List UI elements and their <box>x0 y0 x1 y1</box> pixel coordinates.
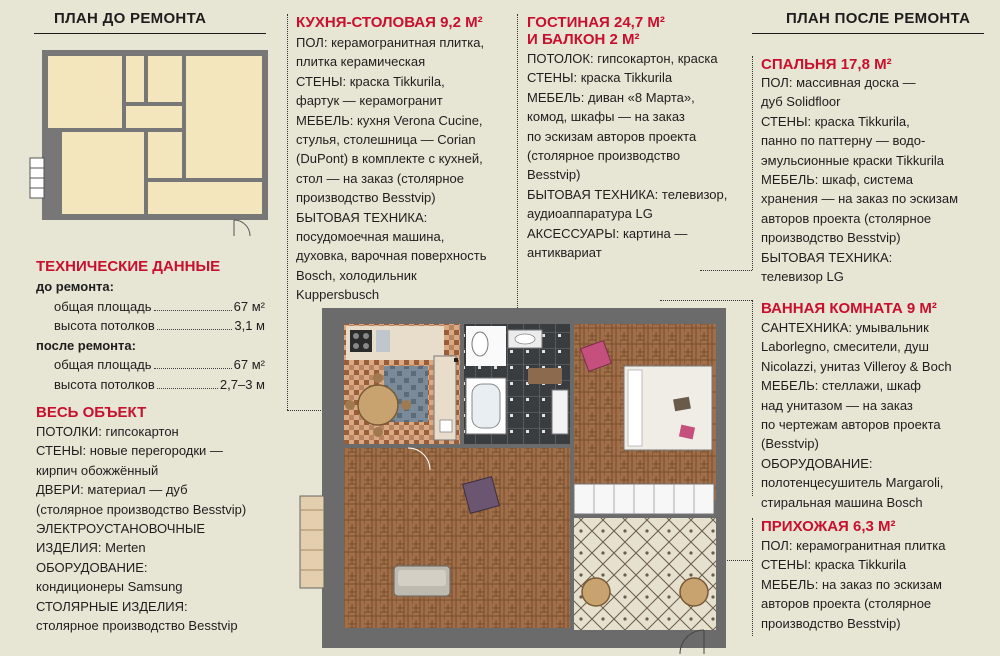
object-line: ИЗДЕЛИЯ: Merten <box>36 540 146 556</box>
kitchen-leader-line-h <box>287 410 351 411</box>
kitchen-line: ПОЛ: керамогранитная плитка, <box>296 35 485 50</box>
bathroom-line: стиральная машина Bosch <box>761 494 923 510</box>
bathroom-leader-line-h <box>660 300 752 301</box>
tech-after-label: после ремонта: <box>36 337 136 353</box>
kitchen-line: духовка, варочная поверхность <box>296 248 487 264</box>
bathroom-line: полотенцесушитель Margaroli, <box>761 475 944 491</box>
hallway-line: производство Besstvip) <box>761 615 901 631</box>
kitchen-line: стулья, столешница — Corian <box>296 132 476 148</box>
living-line: Besstvip) <box>527 167 581 183</box>
hallway-line: МЕБЕЛЬ: на заказ по эскизам <box>761 576 942 592</box>
living-line: комод, шкафы — на заказ <box>527 109 685 125</box>
kitchen-specs: ПОЛ: керамогранитная плитка, плитка кера… <box>296 33 486 305</box>
living-line: по эскизам авторов проекта <box>527 128 697 144</box>
before-floor-plan <box>29 50 268 237</box>
bathroom-line: МЕБЕЛЬ: стеллажи, шкаф <box>761 378 922 394</box>
bedroom-line: хранения — на заказ по эскизам <box>761 191 959 207</box>
bathroom-line: ОБОРУДОВАНИЕ: <box>761 455 873 471</box>
bedroom-leader-line <box>752 56 753 270</box>
bedroom-specs: ПОЛ: массивная доска — дуб Solidfloor СТ… <box>761 73 958 286</box>
object-line: ПОТОЛКИ: гипсокартон <box>36 424 179 439</box>
hallway-line: СТЕНЫ: краска Tikkurila <box>761 557 907 573</box>
kitchen-line: плитка керамическая <box>296 54 426 70</box>
bathroom-line: над унитазом — на заказ <box>761 397 913 413</box>
hallway-title: ПРИХОЖАЯ 6,3 М² <box>761 518 896 535</box>
kitchen-leader-line <box>287 14 288 410</box>
tech-title: ТЕХНИЧЕСКИЕ ДАННЫЕ <box>36 258 221 275</box>
living-line: АКСЕССУАРЫ: картина — <box>527 225 688 241</box>
kitchen-line: производство Besstvip) <box>296 190 436 206</box>
bedroom-line: ПОЛ: массивная доска — <box>761 75 916 90</box>
hallway-line: ПОЛ: керамогранитная плитка <box>761 538 946 553</box>
object-line: ОБОРУДОВАНИЕ: <box>36 559 148 575</box>
kitchen-line: фартук — керамогранит <box>296 93 443 109</box>
hallway-line: авторов проекта (столярное <box>761 596 932 612</box>
hallway-specs: ПОЛ: керамогранитная плитка СТЕНЫ: краск… <box>761 536 945 633</box>
object-title: ВЕСЬ ОБЪЕКТ <box>36 404 147 421</box>
object-line: кирпич обожжённый <box>36 462 159 478</box>
object-line: ЭЛЕКТРОУСТАНОВОЧНЫЕ <box>36 521 206 537</box>
living-line: ПОТОЛОК: гипсокартон, краска <box>527 51 718 66</box>
bathroom-line: (Besstvip) <box>761 436 819 452</box>
living-line: СТЕНЫ: краска Tikkurila <box>527 70 673 86</box>
kitchen-line: СТЕНЫ: краска Tikkurila, <box>296 73 445 89</box>
living-leader-line <box>517 14 518 318</box>
living-line: (столярное производство <box>527 148 681 164</box>
after-floor-plan <box>299 308 726 654</box>
kitchen-title: КУХНЯ-СТОЛОВАЯ 9,2 М² <box>296 14 483 31</box>
bedroom-title: СПАЛЬНЯ 17,8 М² <box>761 56 892 73</box>
living-line: МЕБЕЛЬ: диван «8 Марта», <box>527 89 695 105</box>
living-title-2: И БАЛКОН 2 М² <box>527 31 640 48</box>
bathroom-line: по чертежам авторов проекта <box>761 417 941 433</box>
object-line: (столярное производство Besstvip) <box>36 501 247 517</box>
tech-before-label: до ремонта: <box>36 279 114 294</box>
kitchen-line: Bosch, холодильник <box>296 267 417 283</box>
bathroom-title: ВАННАЯ КОМНАТА 9 М² <box>761 300 937 317</box>
living-line: БЫТОВАЯ ТЕХНИКА: телевизор, <box>527 186 728 202</box>
hallway-leader-line <box>752 518 753 636</box>
before-title-rule <box>34 33 266 34</box>
object-specs: ПОТОЛКИ: гипсокартон СТЕНЫ: новые перего… <box>36 422 246 635</box>
kitchen-line: (DuPont) в комплекте с кухней, <box>296 151 483 167</box>
kitchen-line: Kuppersbusch <box>296 287 380 303</box>
after-plan-title: ПЛАН ПОСЛЕ РЕМОНТА <box>786 10 971 27</box>
bedroom-line: БЫТОВАЯ ТЕХНИКА: <box>761 249 893 265</box>
after-title-rule <box>752 33 984 34</box>
living-specs: ПОТОЛОК: гипсокартон, краска СТЕНЫ: крас… <box>527 49 727 262</box>
bathroom-line: САНТЕХНИКА: умывальник <box>761 320 929 335</box>
bedroom-line: телевизор LG <box>761 269 844 285</box>
bathroom-line: Laborlegno, смесители, душ <box>761 339 929 355</box>
bedroom-line: МЕБЕЛЬ: шкаф, система <box>761 172 914 188</box>
living-title-1: ГОСТИНАЯ 24,7 М² <box>527 14 665 31</box>
bathroom-leader-line <box>752 300 753 496</box>
before-plan-title: ПЛАН ДО РЕМОНТА <box>54 10 207 27</box>
kitchen-line: стол — на заказ (столярное <box>296 170 464 186</box>
bedroom-leader-line-h <box>700 270 752 271</box>
kitchen-line: посудомоечная машина, <box>296 229 445 245</box>
bedroom-line: панно по паттерну — водо- <box>761 133 926 149</box>
object-line: СТЕНЫ: новые перегородки — <box>36 443 223 459</box>
bedroom-line: дуб Solidfloor <box>761 94 841 110</box>
kitchen-line: БЫТОВАЯ ТЕХНИКА: <box>296 209 428 225</box>
hallway-leader-line-h <box>716 560 752 561</box>
bedroom-line: производство Besstvip) <box>761 230 901 246</box>
object-line: столярное производство Besstvip <box>36 618 238 634</box>
bathroom-specs: САНТЕХНИКА: умывальник Laborlegno, смеси… <box>761 318 952 512</box>
kitchen-line: МЕБЕЛЬ: кухня Verona Cucine, <box>296 112 483 128</box>
living-line: антиквариат <box>527 245 602 261</box>
bedroom-line: авторов проекта (столярное <box>761 210 932 226</box>
bedroom-line: эмульсионные краски Tikkurila <box>761 152 944 168</box>
object-line: кондиционеры Samsung <box>36 579 183 595</box>
living-line: аудиоаппаратура LG <box>527 206 653 222</box>
bedroom-line: СТЕНЫ: краска Tikkurila, <box>761 113 910 129</box>
object-line: ДВЕРИ: материал — дуб <box>36 482 188 498</box>
bathroom-line: Nicolazzi, унитаз Villeroy & Boch <box>761 358 952 374</box>
object-line: СТОЛЯРНЫЕ ИЗДЕЛИЯ: <box>36 598 188 614</box>
